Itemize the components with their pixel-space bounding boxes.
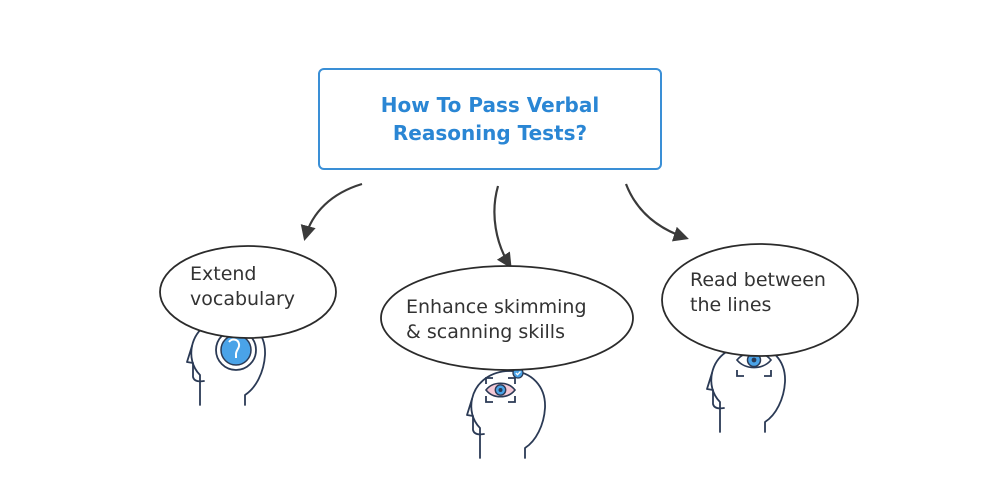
tip-label-line: Enhance skimming (406, 296, 587, 318)
diagram-title: How To Pass Verbal Reasoning Tests? (380, 93, 600, 145)
arrow-right (624, 183, 689, 242)
tip-label-line: the lines (690, 294, 772, 316)
tip-bubble-left (159, 245, 337, 339)
tip-label-read-between-lines: Read between the lines (690, 268, 826, 318)
focus-frame-icon (485, 377, 516, 403)
tip-label-line: Read between (690, 269, 826, 291)
arrow-left (300, 182, 363, 241)
tip-label-line: Extend (190, 263, 257, 285)
tip-label-skimming-scanning: Enhance skimming & scanning skills (406, 295, 587, 345)
head-focus-eye-icon (466, 370, 546, 459)
tip-label-extend-vocabulary: Extend vocabulary (190, 262, 295, 312)
tip-bubble-middle (380, 265, 634, 371)
arrow-middle (493, 185, 512, 269)
tip-label-line: & scanning skills (406, 321, 565, 343)
speech-profile-icon (228, 338, 241, 358)
title-box: How To Pass Verbal Reasoning Tests? (318, 68, 662, 170)
tip-bubble-right (661, 243, 859, 357)
tip-label-line: vocabulary (190, 288, 296, 310)
